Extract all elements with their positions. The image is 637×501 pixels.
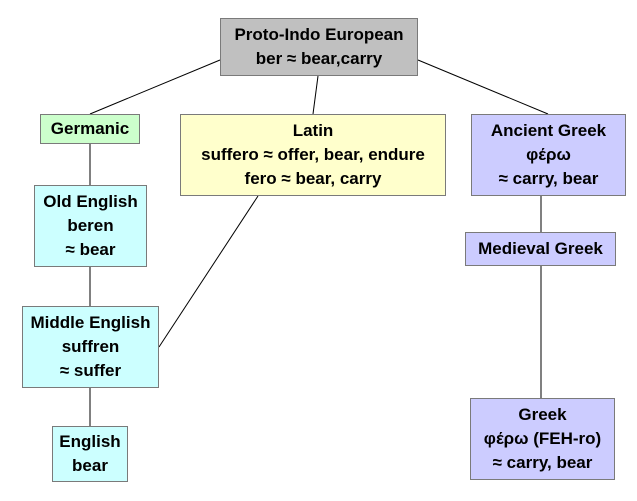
node-title: Old English	[43, 192, 138, 211]
node-germanic: Germanic	[40, 114, 140, 144]
node-middle-english: Middle English suffren ≈ suffer	[22, 306, 159, 388]
connector-pie-ancient-greek	[417, 59, 549, 115]
node-title: Latin	[292, 121, 334, 140]
node-text: suffero ≈ offer, bear, endure	[201, 145, 425, 164]
node-text: ≈ bear	[65, 240, 116, 259]
node-ancient-greek: Ancient Greek φέρω ≈ carry, bear	[471, 114, 626, 196]
node-title: English	[59, 432, 121, 451]
node-title: Ancient Greek	[490, 121, 607, 140]
node-title: Middle English	[30, 313, 151, 332]
node-text: φέρω (FEH-ro)	[483, 429, 602, 448]
node-text: ≈ suffer	[59, 361, 122, 380]
node-title: Greek	[518, 405, 567, 424]
node-medieval-greek: Medieval Greek	[465, 232, 616, 266]
node-text: fero ≈ bear, carry	[244, 169, 382, 188]
connector-latin-middle-english	[158, 195, 259, 348]
node-old-english: Old English beren ≈ bear	[34, 185, 147, 267]
node-english: English bear	[52, 426, 128, 482]
node-text: beren	[67, 216, 114, 235]
connector-pie-latin	[312, 75, 319, 115]
node-greek: Greek φέρω (FEH-ro) ≈ carry, bear	[470, 398, 615, 480]
node-text: bear	[72, 456, 108, 475]
node-text: φέρω	[526, 145, 571, 164]
node-title: Medieval Greek	[478, 239, 603, 258]
node-text: ber ≈ bear,carry	[255, 49, 383, 68]
node-latin: Latin suffero ≈ offer, bear, endure fero…	[180, 114, 446, 196]
node-text: ≈ carry, bear	[492, 453, 593, 472]
node-title: Proto-Indo European	[234, 25, 404, 44]
node-title: Germanic	[50, 119, 130, 138]
node-text: suffren	[61, 337, 120, 356]
node-text: ≈ carry, bear	[498, 169, 599, 188]
connector-pie-germanic	[89, 59, 221, 115]
node-proto-indo-european: Proto-Indo European ber ≈ bear,carry	[220, 18, 418, 76]
